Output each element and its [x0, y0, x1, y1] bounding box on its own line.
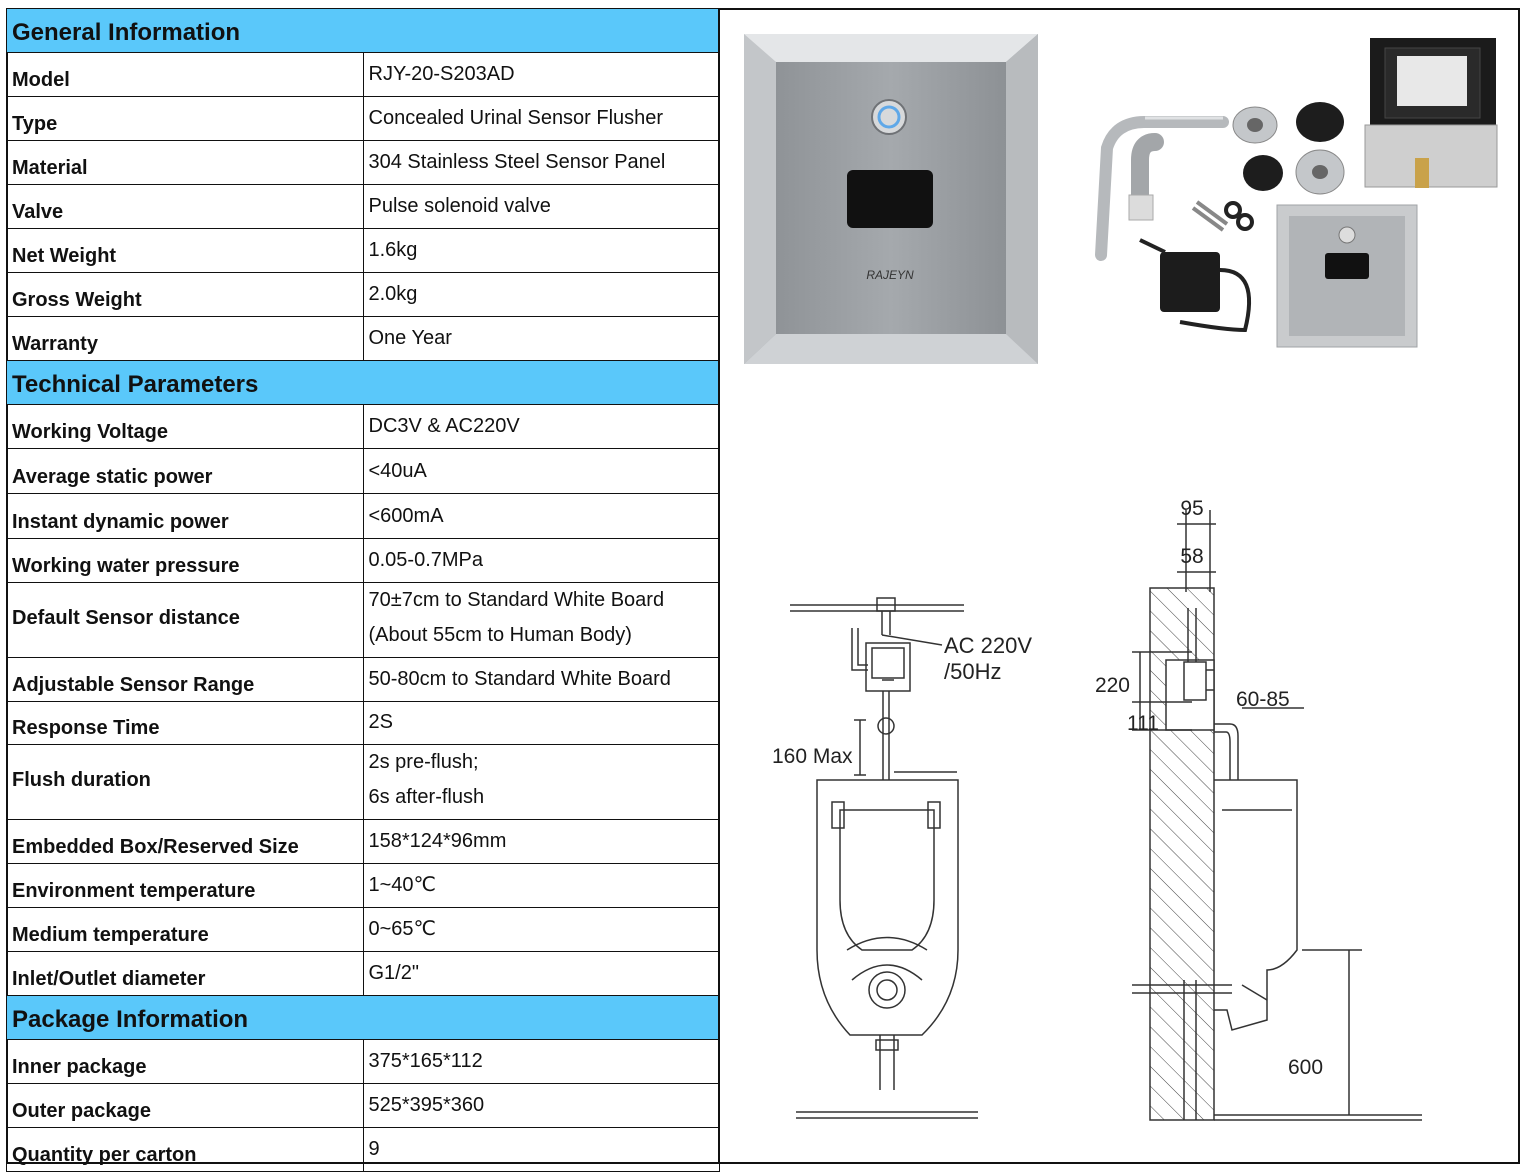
dim-600-label: 600 — [1288, 1056, 1323, 1079]
table-row: Default Sensor distance 70±7cm to Standa… — [6, 582, 720, 658]
row-label: Valve — [6, 184, 364, 229]
row-value: DC3V & AC220V — [362, 404, 720, 449]
row-value-line: (About 55cm to Human Body) — [368, 624, 632, 646]
row-value: 1.6kg — [362, 228, 720, 273]
row-value: Pulse solenoid valve — [362, 184, 720, 229]
row-value: 2.0kg — [362, 272, 720, 317]
row-value: 70±7cm to Standard White Board (About 55c… — [362, 582, 720, 658]
row-value: 1~40℃ — [362, 863, 720, 908]
dim-58-label: 58 — [1180, 545, 1203, 568]
row-label: Medium temperature — [6, 907, 364, 952]
section-package: Package Information — [6, 995, 720, 1040]
row-label: Type — [6, 96, 364, 141]
row-value: Concealed Urinal Sensor Flusher — [362, 96, 720, 141]
row-value: <600mA — [362, 493, 720, 539]
row-label: Response Time — [6, 701, 364, 745]
power-label-line2: /50Hz — [944, 659, 1001, 684]
section-title: Package Information — [6, 995, 720, 1040]
row-value: 525*395*360 — [362, 1083, 720, 1128]
row-label: Warranty — [6, 316, 364, 361]
row-value: 2s pre-flush; 6s after-flush — [362, 744, 720, 820]
section-technical: Technical Parameters — [6, 360, 720, 405]
row-value: 0.05-0.7MPa — [362, 538, 720, 583]
row-label: Average static power — [6, 448, 364, 494]
row-value: 0~65℃ — [362, 907, 720, 952]
section-title: Technical Parameters — [6, 360, 720, 405]
row-label: Embedded Box/Reserved Size — [6, 819, 364, 864]
section-general: General Information — [6, 8, 720, 53]
brand-logo-text: RAJEYN — [866, 268, 914, 282]
row-label: Inner package — [6, 1039, 364, 1084]
row-value: 158*124*96mm — [362, 819, 720, 864]
row-label: Environment temperature — [6, 863, 364, 908]
row-label: Model — [6, 52, 364, 97]
row-label: Working Voltage — [6, 404, 364, 449]
row-value: G1/2" — [362, 951, 720, 996]
row-label: Gross Weight — [6, 272, 364, 317]
row-label: Net Weight — [6, 228, 364, 273]
row-value: 50-80cm to Standard White Board — [362, 657, 720, 702]
row-value-line: 2s pre-flush; — [368, 751, 479, 773]
row-value-line: 6s after-flush — [368, 786, 485, 808]
section-title: General Information — [6, 8, 720, 53]
row-label: Default Sensor distance — [6, 582, 364, 658]
power-label-line1: AC 220V — [944, 633, 1032, 658]
row-value: 304 Stainless Steel Sensor Panel — [362, 140, 720, 185]
dim-111-label: 111 — [1127, 712, 1159, 735]
row-label: Quantity per carton — [6, 1127, 364, 1172]
column-divider — [718, 8, 720, 1164]
kit-components-photo — [1095, 38, 1498, 348]
table-row: Average static power<40uA — [6, 448, 720, 494]
row-label: Working water pressure — [6, 538, 364, 583]
row-value: <40uA — [362, 448, 720, 494]
dim-220-label: 220 — [1095, 674, 1130, 697]
row-label: Flush duration — [6, 744, 364, 820]
row-value: 9 — [362, 1127, 720, 1172]
table-row: Flush duration 2s pre-flush; 6s after-flu… — [6, 744, 720, 820]
dim-95-label: 95 — [1180, 497, 1203, 520]
row-label: Instant dynamic power — [6, 493, 364, 539]
row-label: Adjustable Sensor Range — [6, 657, 364, 702]
front-view-drawing — [790, 597, 978, 1119]
row-label: Inlet/Outlet diameter — [6, 951, 364, 996]
row-label: Outer package — [6, 1083, 364, 1128]
row-label: Material — [6, 140, 364, 185]
row-value-line: 70±7cm to Standard White Board — [368, 589, 665, 611]
row-value: 2S — [362, 701, 720, 745]
sensor-panel-photo: RAJEYN — [744, 34, 1038, 364]
row-value: RJY-20-S203AD — [362, 52, 720, 97]
installation-drawings: AC 220V /50Hz 160 Max — [772, 497, 1422, 1121]
max-height-label: 160 Max — [772, 745, 853, 768]
row-value: 375*165*112 — [362, 1039, 720, 1084]
dim-60-85-label: 60-85 — [1236, 688, 1290, 711]
table-row: Instant dynamic power<600mA — [6, 493, 720, 539]
row-value: One Year — [362, 316, 720, 361]
side-view-drawing — [1132, 510, 1422, 1121]
